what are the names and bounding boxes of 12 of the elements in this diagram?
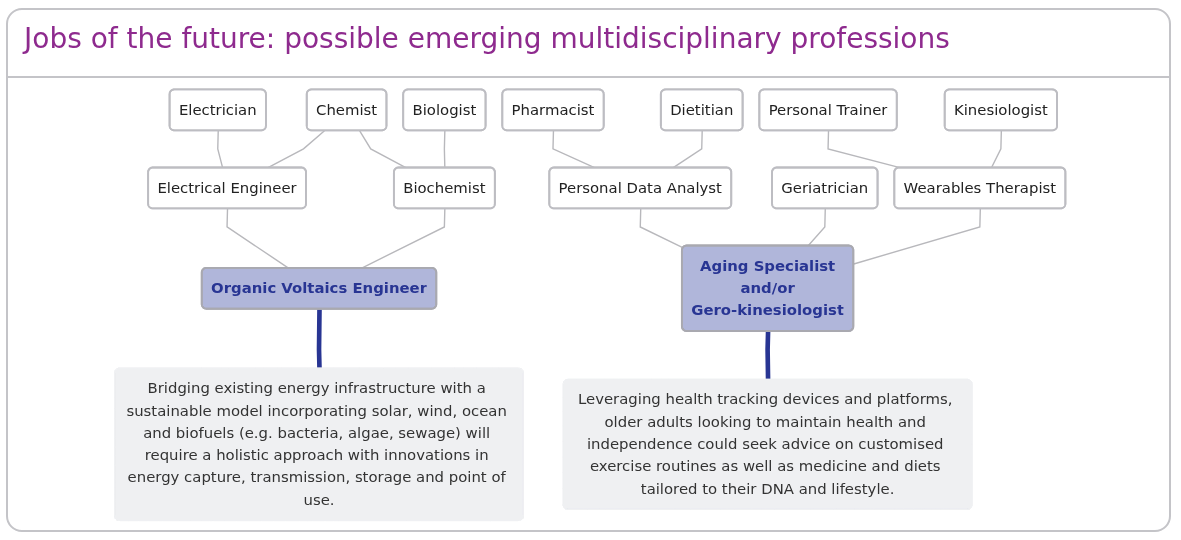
connector (807, 208, 826, 247)
connector (359, 130, 407, 169)
connector (672, 130, 703, 169)
connector (853, 208, 981, 265)
connector (443, 130, 446, 169)
connector (765, 331, 771, 380)
title: Jobs of the future: possible emerging multidisciplinary professions (24, 22, 950, 55)
connector (217, 130, 224, 169)
connector (990, 130, 1003, 169)
connector (316, 309, 322, 369)
connector (639, 208, 684, 249)
connector (226, 208, 290, 269)
